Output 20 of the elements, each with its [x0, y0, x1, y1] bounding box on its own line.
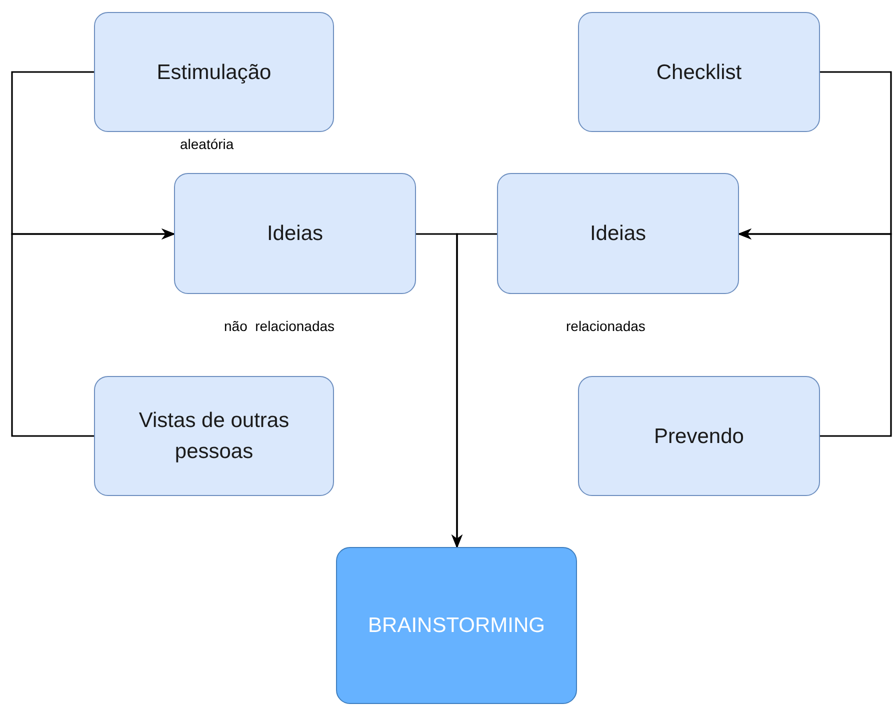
process-box: [174, 173, 416, 294]
arrow: [738, 228, 892, 437]
process-box: [578, 376, 820, 496]
node-label: Ideias: [588, 221, 648, 247]
node-label: Vistas de outras pessoas: [138, 408, 290, 465]
node-label: Ideias: [266, 221, 324, 247]
process-box: [94, 376, 334, 496]
process-box: [497, 173, 739, 294]
process-box: [578, 12, 820, 132]
node-label: Estimulação: [156, 60, 272, 86]
node-label: Prevendo: [653, 424, 745, 450]
process-box: [94, 12, 334, 132]
arrow: [11, 228, 176, 437]
node-caption: relacionadas: [566, 318, 646, 334]
node-caption: não relacionadas: [224, 318, 335, 334]
main-box: [336, 547, 577, 704]
node-caption: aleatória: [180, 136, 234, 152]
arrow: [451, 233, 497, 548]
node-label: BRAINSTORMING: [367, 613, 546, 639]
node-label: Checklist: [655, 60, 743, 86]
